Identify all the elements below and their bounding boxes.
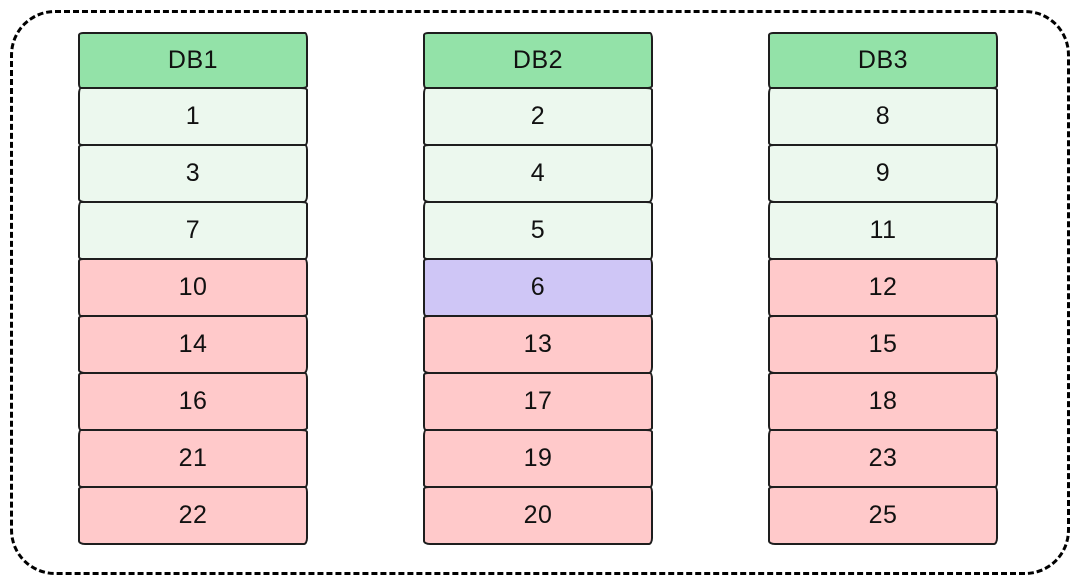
db1-row: 16	[78, 372, 308, 431]
db2-row: 19	[423, 429, 653, 488]
db2-row: 17	[423, 372, 653, 431]
db3-row: 18	[768, 372, 998, 431]
db2-row: 6	[423, 258, 653, 317]
db1-row: 1	[78, 87, 308, 146]
db3-header: DB3	[768, 32, 998, 89]
db-columns-container: DB1 1 3 7 10 14 16 21 22 DB2 2 4 5 6 13 …	[78, 32, 998, 545]
db3-row: 8	[768, 87, 998, 146]
db1-row: 3	[78, 144, 308, 203]
db2-header: DB2	[423, 32, 653, 89]
db-column-db3: DB3 8 9 11 12 15 18 23 25	[768, 32, 998, 545]
db3-row: 23	[768, 429, 998, 488]
db1-row: 22	[78, 486, 308, 545]
db3-row: 9	[768, 144, 998, 203]
db-column-db1: DB1 1 3 7 10 14 16 21 22	[78, 32, 308, 545]
db1-row: 10	[78, 258, 308, 317]
db2-row: 2	[423, 87, 653, 146]
db3-row: 15	[768, 315, 998, 374]
db3-row: 12	[768, 258, 998, 317]
dashed-boundary	[10, 10, 1070, 575]
db3-row: 25	[768, 486, 998, 545]
db3-row: 11	[768, 201, 998, 260]
db2-row: 20	[423, 486, 653, 545]
db1-row: 14	[78, 315, 308, 374]
db2-row: 5	[423, 201, 653, 260]
db1-header: DB1	[78, 32, 308, 89]
db2-row: 4	[423, 144, 653, 203]
db-column-db2: DB2 2 4 5 6 13 17 19 20	[423, 32, 653, 545]
db1-row: 7	[78, 201, 308, 260]
db1-row: 21	[78, 429, 308, 488]
db2-row: 13	[423, 315, 653, 374]
